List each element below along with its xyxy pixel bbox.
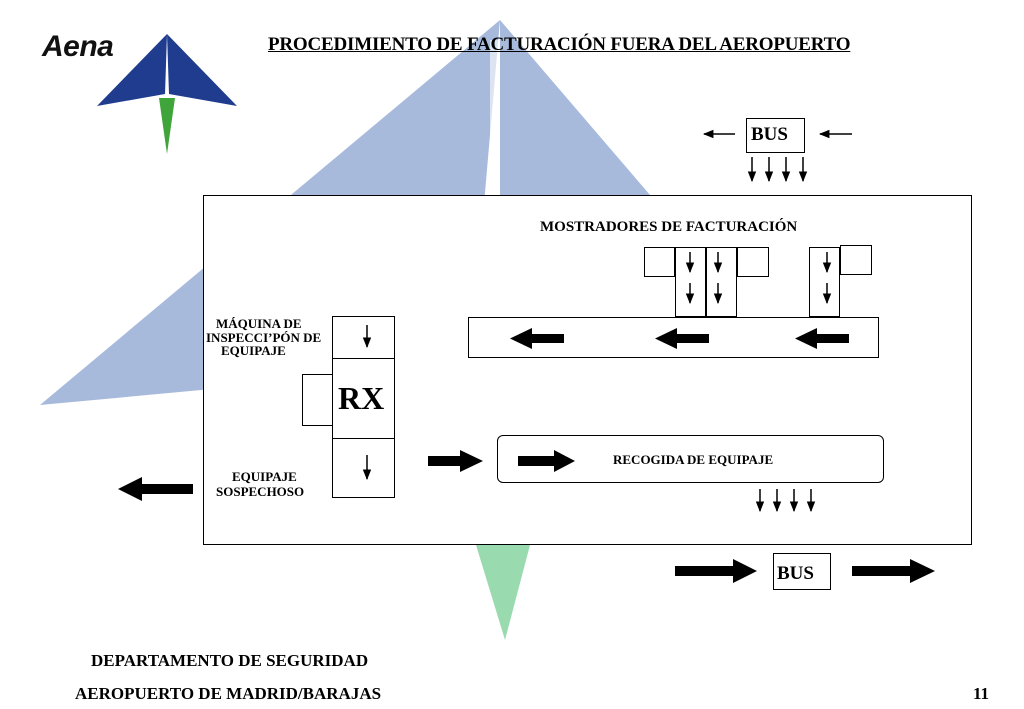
baggage-claim-label: RECOGIDA DE EQUIPAJE — [613, 452, 774, 467]
watermark-stem — [476, 545, 530, 640]
watermark-right-wing — [500, 20, 650, 195]
bus-top-label: BUS — [751, 124, 788, 145]
bus-top-thin-arrows — [702, 129, 852, 183]
page-number: 11 — [973, 684, 990, 703]
xray-output-box — [332, 438, 395, 498]
suspect-label-2: SOSPECHOSO — [216, 484, 305, 499]
claim-down-arrows — [755, 489, 816, 513]
counter-down-arrows — [685, 252, 832, 305]
counter-right-outer — [737, 247, 769, 277]
aena-logo-icon — [97, 34, 237, 154]
bus-bottom-arrows — [675, 559, 935, 583]
counter-far-right — [840, 245, 872, 275]
machine-label-3: EQUIPAJE — [221, 343, 286, 358]
counter-lane-2 — [706, 247, 737, 317]
counter-lane-3 — [809, 247, 840, 317]
claim-arrows — [428, 450, 575, 472]
bus-bottom-box — [773, 553, 831, 590]
suspect-label-1: EQUIPAJE — [232, 469, 297, 484]
footer-department: DEPARTAMENTO DE SEGURIDAD — [91, 651, 369, 670]
suspect-exit-arrow — [118, 477, 193, 501]
bus-top-box — [746, 118, 805, 153]
xray-side-panel — [302, 374, 333, 426]
page-title: PROCEDIMIENTO DE FACTURACIÓN FUERA DEL A… — [268, 34, 851, 55]
counter-left-outer — [644, 247, 675, 277]
footer-airport: AEROPUERTO DE MADRID/BARAJAS — [75, 684, 382, 703]
xray-machine — [332, 358, 395, 439]
machine-label-2: INSPECCI’PÓN DE — [206, 330, 322, 345]
xray-label: RX — [338, 380, 385, 416]
conveyor-arrows — [510, 328, 849, 349]
bus-bottom-label: BUS — [777, 563, 814, 584]
brand-name: Aena — [42, 30, 114, 63]
counters-label: MOSTRADORES DE FACTURACIÓN — [540, 219, 798, 235]
machine-label-1: MÁQUINA DE — [216, 316, 302, 331]
